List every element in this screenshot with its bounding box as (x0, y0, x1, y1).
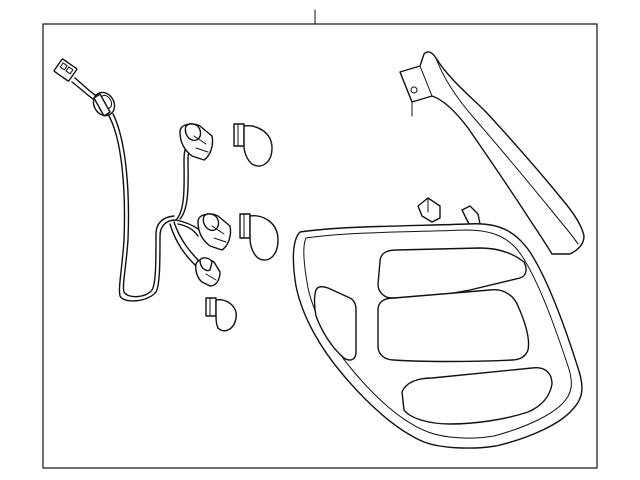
tail-lamp-housing (292, 197, 583, 449)
gasket-bracket (399, 51, 585, 255)
upper-bulb (233, 123, 273, 167)
lower-socket (195, 257, 221, 287)
upper-socket (179, 123, 214, 161)
frame (42, 23, 598, 469)
wire-harness (53, 58, 201, 302)
middle-socket (197, 213, 232, 251)
lower-bulb (205, 297, 237, 332)
middle-bulb (239, 213, 279, 261)
